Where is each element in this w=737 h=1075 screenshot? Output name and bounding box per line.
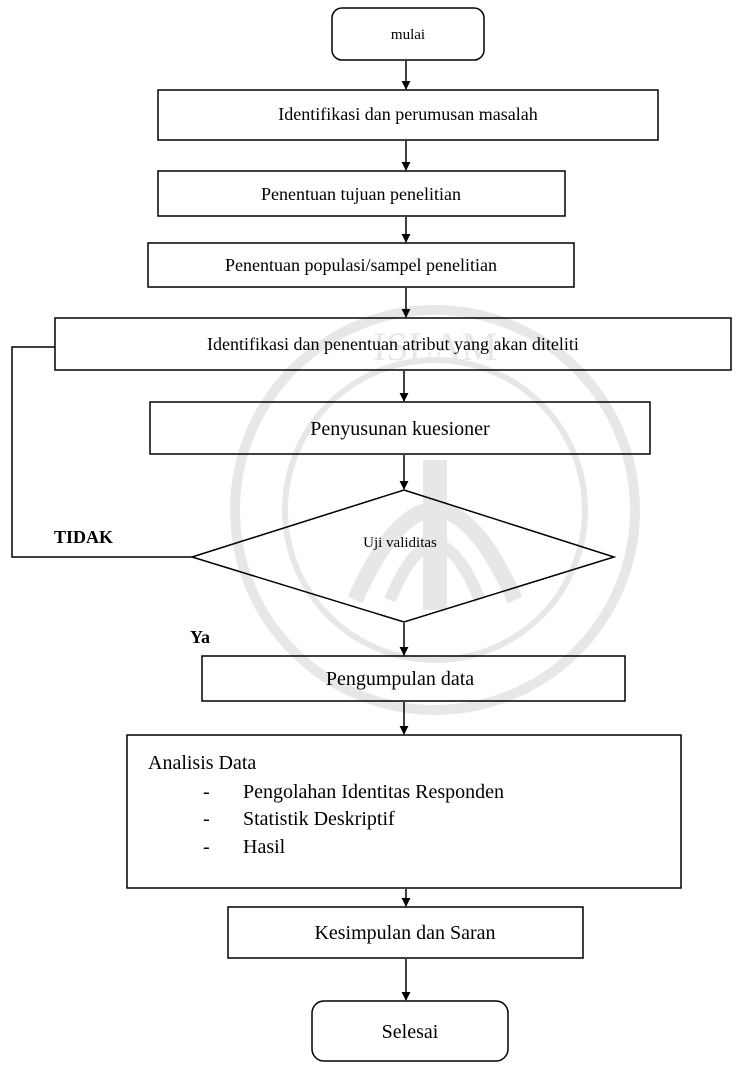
identify-problem-box	[157, 89, 659, 141]
analysis-item-bullet: -	[203, 808, 210, 830]
analysis-box	[126, 734, 682, 889]
no-edge-label: TIDAK	[54, 527, 113, 547]
end-terminal	[311, 1000, 509, 1062]
data-collection-label: Pengumpulan data	[326, 668, 474, 690]
conclusion-box	[227, 906, 584, 959]
questionnaire-label: Penyusunan kuesioner	[310, 418, 490, 440]
conclusion-label: Kesimpulan dan Saran	[314, 922, 495, 944]
questionnaire-box	[149, 401, 651, 455]
research-goal-label: Penentuan tujuan penelitian	[261, 184, 461, 204]
start-terminal	[331, 7, 485, 61]
identify-problem-label: Identifikasi dan perumusan masalah	[278, 104, 537, 124]
no-feedback-loop	[11, 346, 192, 558]
population-sample-box	[147, 242, 575, 288]
data-collection-box	[201, 655, 626, 702]
analysis-item: Hasil	[243, 836, 286, 858]
analysis-item-bullet: -	[203, 836, 210, 858]
validity-test-decision	[189, 489, 617, 623]
analysis-title: Analisis Data	[148, 752, 256, 774]
analysis-item: Statistik Deskriptif	[243, 808, 395, 830]
population-sample-label: Penentuan populasi/sampel penelitian	[225, 255, 497, 275]
research-goal-box	[157, 170, 566, 217]
analysis-item: Pengolahan Identitas Responden	[243, 781, 504, 803]
identify-attributes-box	[54, 317, 732, 371]
identify-attributes-label: Identifikasi dan penentuan atribut yang …	[207, 334, 579, 354]
yes-edge-label: Ya	[190, 627, 210, 647]
start-label: mulai	[391, 27, 425, 43]
end-label: Selesai	[382, 1021, 439, 1043]
analysis-item-bullet: -	[203, 781, 210, 803]
validity-test-label: Uji validitas	[363, 535, 437, 551]
